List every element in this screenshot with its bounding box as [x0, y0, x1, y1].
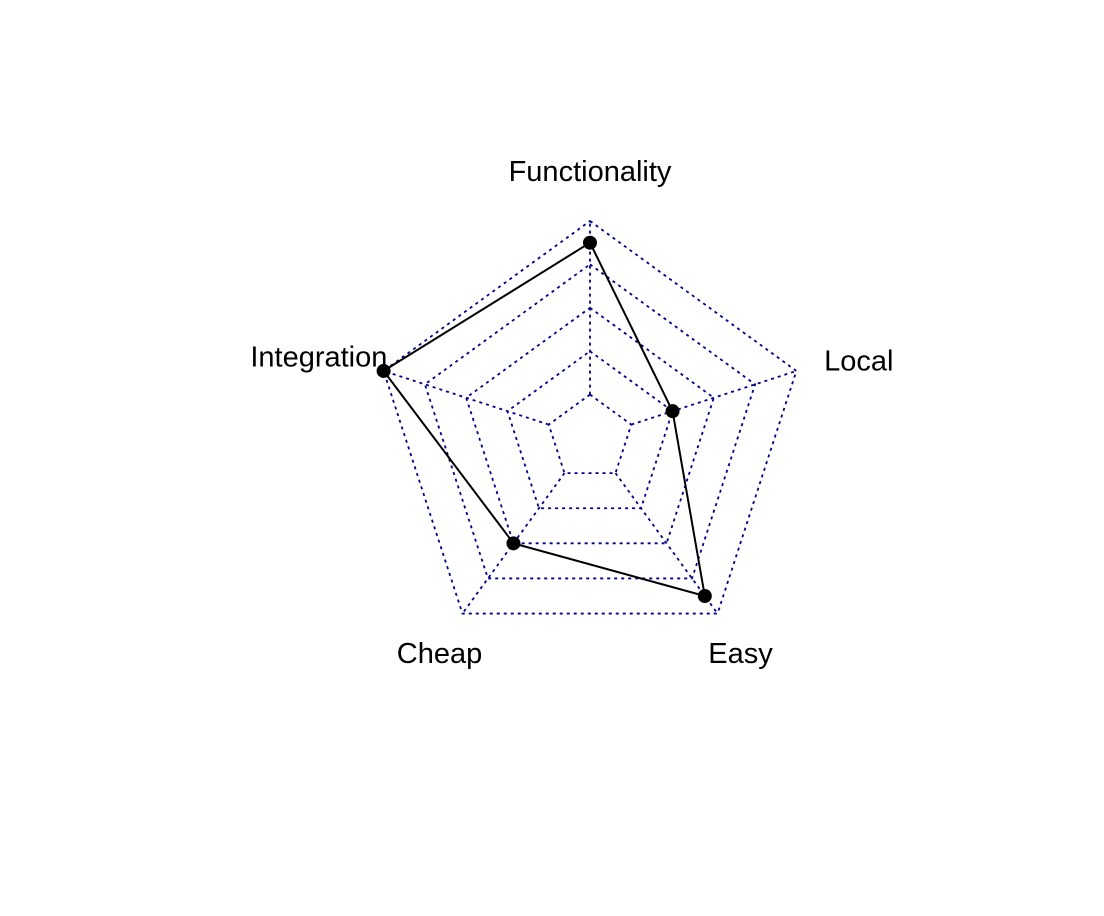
data-point-functionality	[583, 235, 597, 250]
axis-spoke-easy	[614, 472, 719, 615]
grid-ring-3	[465, 306, 715, 545]
data-point-cheap	[506, 536, 521, 551]
series-line-0	[382, 241, 707, 598]
grid-ring-5	[382, 219, 798, 615]
axis-label-integration: Integration	[250, 342, 387, 374]
data-point-easy	[697, 589, 712, 604]
grid-ring-1	[547, 393, 633, 475]
axis-label-easy: Easy	[708, 638, 773, 670]
axis-spoke-local	[630, 370, 797, 426]
grid-ring-2	[506, 350, 674, 510]
radar-grid	[382, 219, 798, 615]
data-point-integration	[376, 363, 391, 378]
axis-label-functionality: Functionality	[509, 156, 672, 188]
axis-label-local: Local	[824, 346, 893, 378]
axis-label-cheap: Cheap	[397, 638, 482, 670]
axis-spoke-integration	[383, 370, 550, 426]
data-point-local	[665, 404, 680, 419]
radar-series	[376, 235, 712, 604]
grid-ring-4	[423, 263, 757, 580]
